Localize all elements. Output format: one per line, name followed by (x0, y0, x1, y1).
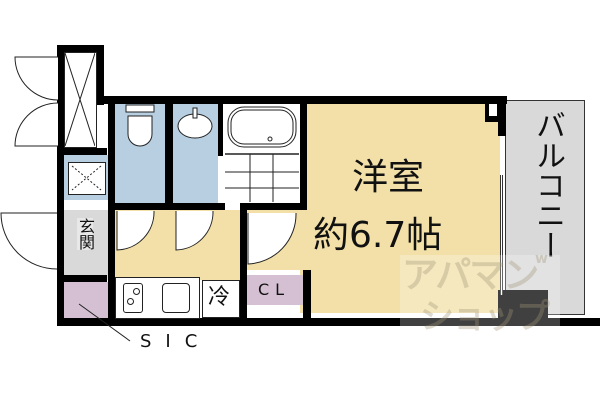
balcony-label-text: バルコニー (530, 110, 565, 260)
refrigerator-label: 冷 (208, 285, 231, 310)
western-room (300, 100, 500, 313)
wall-wash-bath (218, 96, 223, 156)
closet (247, 275, 303, 305)
kitchen-sink-icon (162, 283, 190, 313)
entrance-door-icon (0, 212, 58, 270)
wall-storage-mid (57, 148, 107, 155)
bathtub-icon (225, 106, 299, 202)
storage-box (64, 52, 97, 148)
closet-label: CL (258, 280, 291, 299)
wall-bath-room (300, 96, 307, 210)
sic-label: SIC (140, 331, 212, 352)
refrigerator: 冷 (202, 280, 240, 318)
wall-storage-right (97, 45, 104, 105)
wall-top-storage (57, 45, 102, 52)
cross-icon (65, 53, 95, 146)
western-room-label: 洋室 (352, 157, 425, 198)
watermark-line1: アパマン (402, 255, 539, 296)
wall-storage-left (57, 45, 64, 325)
watermark-box (400, 255, 560, 350)
window-line (500, 175, 503, 295)
toilet-icon (125, 104, 155, 147)
notch-pillar (489, 104, 497, 116)
wall-closet-right (303, 270, 311, 320)
wall-kitchen-right (240, 210, 247, 320)
watermark-mark: w (535, 251, 548, 267)
wall-wet-bottom (108, 203, 225, 210)
washroom-door-icon (175, 210, 214, 251)
dashed-cross-icon (71, 165, 102, 191)
toilet-door-icon (116, 210, 155, 251)
sink-icon (177, 107, 213, 139)
balcony (505, 100, 585, 315)
wall-toilet-left (108, 96, 115, 326)
wall-balcony-corner (498, 290, 548, 320)
watermark-line2: ショップ (420, 297, 550, 337)
wall-bath-bottom (240, 203, 307, 210)
washer-pan (68, 162, 106, 195)
western-room-size: 約6.7帖 (313, 215, 443, 256)
entrance-label: 玄関 (76, 218, 95, 250)
wall-toilet-wash (165, 96, 173, 210)
stove-icon (123, 283, 143, 313)
balcony-label: バルコニー (530, 110, 565, 260)
shoe-in-closet (64, 282, 109, 320)
entrance-label-text: 玄関 (76, 218, 95, 250)
wall-bottom (57, 318, 600, 326)
room-door-icon (247, 212, 297, 265)
sic-leader-line (78, 303, 131, 342)
wall-entrance-bottom (57, 275, 107, 282)
double-door-icon (14, 56, 59, 147)
wall-right-room (498, 96, 506, 136)
